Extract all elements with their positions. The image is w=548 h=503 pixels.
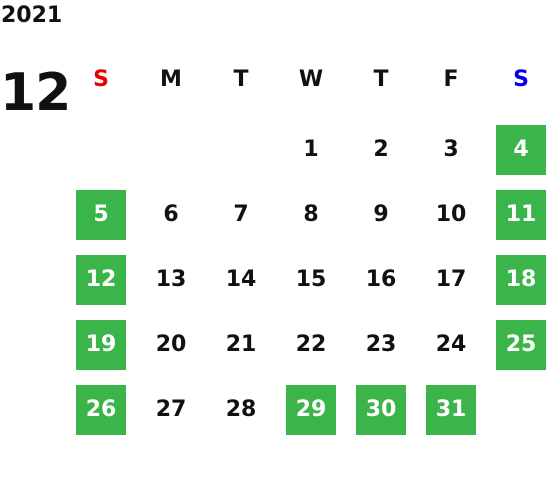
weekday-header: M	[160, 67, 182, 92]
day-cell-highlighted: 26	[76, 385, 126, 435]
day-cell-highlighted: 18	[496, 255, 546, 305]
day-cell-highlighted: 29	[286, 385, 336, 435]
day-cell: 16	[365, 267, 397, 292]
day-cell: 22	[295, 332, 327, 357]
weekday-header: F	[443, 67, 459, 92]
day-cell: 27	[155, 397, 187, 422]
day-cell: 17	[435, 267, 467, 292]
day-cell-highlighted: 4	[496, 125, 546, 175]
day-cell: 21	[225, 332, 257, 357]
month-number: 12	[0, 63, 71, 123]
day-cell: 2	[373, 137, 389, 162]
day-cell-highlighted: 31	[426, 385, 476, 435]
day-cell: 28	[225, 397, 257, 422]
day-cell: 20	[155, 332, 187, 357]
day-cell-highlighted: 30	[356, 385, 406, 435]
day-cell: 7	[233, 202, 249, 227]
day-cell: 6	[163, 202, 179, 227]
day-cell: 10	[435, 202, 467, 227]
day-cell-highlighted: 25	[496, 320, 546, 370]
day-cell: 9	[373, 202, 389, 227]
weekday-header: W	[298, 67, 324, 92]
year-label: 2021	[1, 3, 63, 28]
weekday-header: S	[93, 67, 109, 92]
day-cell: 1	[303, 137, 319, 162]
day-cell-highlighted: 12	[76, 255, 126, 305]
weekday-header: T	[233, 67, 249, 92]
day-cell: 24	[435, 332, 467, 357]
day-cell: 23	[365, 332, 397, 357]
day-cell: 8	[303, 202, 319, 227]
day-cell: 3	[443, 137, 459, 162]
day-cell-highlighted: 5	[76, 190, 126, 240]
day-cell-highlighted: 19	[76, 320, 126, 370]
day-cell-highlighted: 11	[496, 190, 546, 240]
day-cell: 14	[225, 267, 257, 292]
day-cell: 15	[295, 267, 327, 292]
day-cell: 13	[155, 267, 187, 292]
weekday-header: T	[373, 67, 389, 92]
weekday-header: S	[513, 67, 529, 92]
